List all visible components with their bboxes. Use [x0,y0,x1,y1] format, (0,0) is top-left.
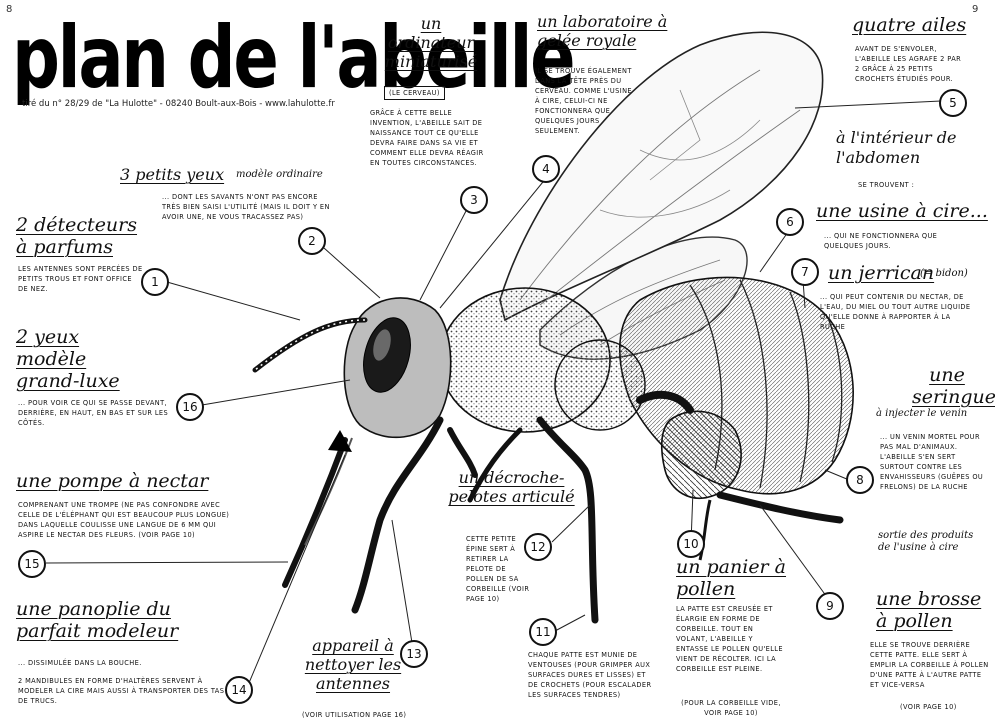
proboscis [285,440,345,585]
callout-16: 16 [176,393,204,421]
brush-text: ELLE SE TROUVE DERRIÈRE CETTE PATTE. ELL… [870,640,990,690]
callout-11: 11 [529,618,557,646]
callout-4: 4 [532,155,560,183]
jerrican-heading: un jerrican [828,262,934,284]
abdomen-heading: à l'intérieur de l'abdomen [836,128,986,168]
basket-note: (POUR LA CORBEILLE VIDE, VOIR PAGE 10) [676,698,786,718]
basket-heading: un panier à pollen [676,556,786,600]
callout-3: 3 [460,186,488,214]
clean-heading: appareil à nettoyer les antennes [298,636,408,693]
mold-heading: une panoplie du parfait modeleur [16,598,226,642]
mold-text-1: ... DISSIMULÉE DANS LA BOUCHE. [18,658,228,668]
eyes3-text: ... DONT LES SAVANTS N'ONT PAS ENCORE TR… [162,192,337,222]
wax-heading: une usine à cire... [816,200,988,222]
eyes3-heading: 3 petits yeux [120,164,224,186]
jerrican-text: ... QUI PEUT CONTENIR DU NECTAR, DE L'EA… [820,292,975,332]
callout-7: 7 [791,258,819,286]
pellet-text: CETTE PETITE ÉPINE SERT À RETIRER LA PEL… [466,534,536,604]
callout-15: 15 [18,550,46,578]
brain-sub: (LE CERVEAU) [384,86,445,100]
eyes2-heading: 2 yeux modèle grand-luxe [16,326,136,392]
syringe-heading: une seringue [912,364,982,408]
callout-2: 2 [298,227,326,255]
clean-text: (VOIR UTILISATION PAGE 16) [302,710,406,720]
brush-heading: une brosse à pollen [876,588,986,632]
mold-text-2: 2 MANDIBULES EN FORME D'HALTÈRES SERVENT… [18,676,228,706]
pump-heading: une pompe à nectar [16,470,208,492]
antennae-text: LES ANTENNES SONT PERCÉES DE PETITS TROU… [18,264,143,294]
callout-9: 9 [816,592,844,620]
antennae-heading: 2 détecteurs à parfums [16,214,146,258]
abdomen-sub: se trouvent : [858,180,914,190]
lab-text: IL SE TROUVE ÉGALEMENT DANS LA TÊTE PRÈS… [535,66,635,136]
pump-text: comprenant UNE TROMPE (NE PAS CONFONDRE … [18,500,243,540]
eyes2-text: ... POUR VOIR CE QUI SE PASSE DEVANT, DE… [18,398,173,428]
callout-10: 10 [677,530,705,558]
callout-1: 1 [141,268,169,296]
suction-text: CHAQUE PATTE EST MUNIE DE VENTOUSES (POU… [528,650,656,700]
basket-text: LA PATTE EST CREUSÉE ET ÉLARGIE EN FORME… [676,604,786,674]
callout-5: 5 [939,89,967,117]
wax-text: ... QUI NE FONCTIONNERA QUE QUELQUES JOU… [824,231,959,251]
pollen-basket [662,411,741,498]
wings-heading: quatre ailes [852,14,966,36]
syringe-sub: à injecter le venin [876,408,967,420]
wax-out-text: sortie des produits de l'usine à cire [878,530,978,554]
lab-heading: un laboratoire à gelée royale [537,12,677,50]
jerrican-sub: (= bidon) [920,268,968,280]
eyes3-sub: modèle ordinaire [236,169,323,181]
pellet-heading: un décroche-pelotes articulé [444,468,579,506]
brush-note: (VOIR PAGE 10) [900,702,957,712]
syringe-text: ... UN VENIN MORTEL POUR PAS MAL D'ANIMA… [880,432,990,492]
callout-8: 8 [846,466,874,494]
brain-text: GRÂCE À CETTE BELLE INVENTION, L'ABEILLE… [370,108,495,168]
brain-heading: un ordinateur miniaturisé [376,14,486,71]
callout-6: 6 [776,208,804,236]
wings-text: AVANT DE S'ENVOLER, L'ABEILLE LES AGRAFE… [855,44,965,84]
callout-14: 14 [225,676,253,704]
